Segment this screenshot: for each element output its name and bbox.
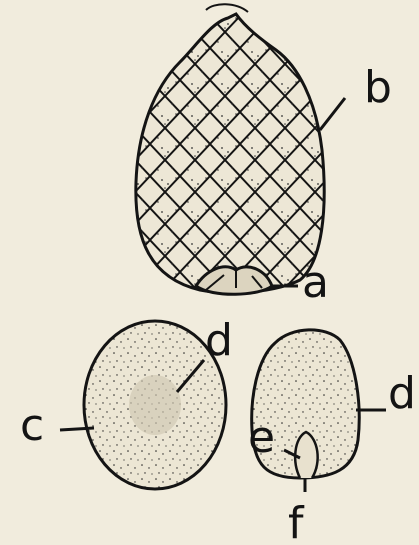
label-d-top: d [205, 315, 233, 366]
cone-specimen [120, 0, 350, 300]
label-a: a [302, 257, 329, 308]
seed-left-center [129, 375, 181, 435]
label-e: e [248, 412, 275, 463]
label-d-right: d [388, 368, 416, 419]
leader-b [320, 98, 345, 130]
label-c: c [20, 400, 44, 451]
leader-c [60, 428, 94, 430]
embryo-f [295, 432, 317, 478]
label-f: f [288, 498, 305, 545]
label-b: b [364, 62, 392, 113]
